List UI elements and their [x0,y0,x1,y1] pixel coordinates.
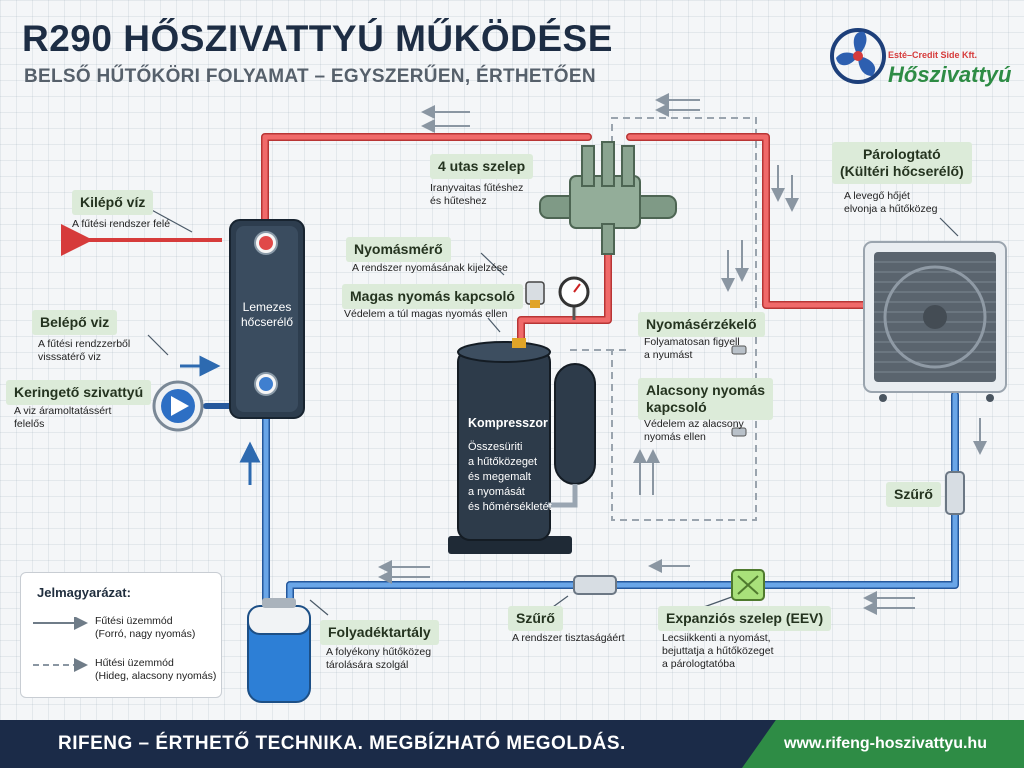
desc-filter-bottom: A rendszer tisztaságáért [512,632,625,644]
cooling-mode-dashes [570,117,757,521]
desc-high-pressure-switch: Védelem a túl magas nyomás ellen [344,308,508,320]
label-filter-bottom: Szűrő [508,606,563,631]
liquid-receiver [247,598,311,703]
label-evaporator: Párologtató(Kültéri hőcserélő) [832,142,972,184]
legend-line-icons [33,617,88,672]
label-inlet-water: Belépő viz [32,310,118,335]
evaporator-unit [863,241,1007,402]
desc-expansion-valve: Lecsiikkenti a nyomást,bejuttatja a hűtő… [662,632,774,670]
logo-company: Esté–Credit Side Kft. [888,50,978,60]
legend-item-cooling: Hűtési üzemmód(Hideg, alacsony nyomás) [95,657,217,682]
label-liquid-receiver: Folyadéktartály [320,620,439,645]
filter-right-body [945,471,965,515]
circulation-pump [152,380,204,432]
compressor [448,338,596,554]
label-outlet-water: Kilépő víz [72,190,154,215]
label-four-way-valve: 4 utas szelep [430,154,534,179]
plate-heat-exchanger [229,219,305,419]
legend: Jelmagyarázat: Fűtési üzemmód(Forró, nag… [20,572,222,698]
footer-slogan: RIFENG – ÉRTHETŐ TECHNIKA. MEGBÍZHATÓ ME… [58,733,626,754]
label-high-pressure-switch: Magas nyomás kapcsoló [342,284,523,309]
page-title: R290 HŐSZIVATTYÚ MŰKÖDÉSE [22,18,613,59]
label-pressure-sensor: Nyomásérzékelő [638,312,765,337]
filter-bottom-body [573,575,617,595]
page-subtitle: BELSŐ HŰTŐKÖRI FOLYAMAT – EGYSZERŰEN, ÉR… [24,66,596,87]
legend-item-heating: Fűtési üzemmód(Forró, nagy nyomás) [95,615,196,640]
label-pressure-gauge: Nyomásmérő [346,237,451,262]
flow-arrows [378,93,987,615]
footer-url-link[interactable]: www.rifeng-hoszivattyu.hu [784,735,987,752]
fan-logo-icon [830,28,886,84]
four-way-valve [539,141,677,255]
pressure-sensor-body [731,345,747,355]
footer-accent [742,720,1024,768]
label-expansion-valve: Expanziós szelep (EEV) [658,606,832,631]
desc-outlet-water: A fűtési rendszer felé [72,218,171,230]
label-filter-right: Szűrő [886,482,941,507]
label-compressor: Kompresszor [468,416,548,430]
lp-switch-body [731,427,747,437]
logo-brand: Hőszivattyú [888,62,1012,87]
hot-pipes [261,133,874,348]
expansion-valve-body [731,569,765,601]
label-circulation-pump: Keringető szivattyú [6,380,152,405]
brand-logo: Esté–Credit Side Kft. Hőszivattyú [828,20,1011,100]
desc-pressure-gauge: A rendszer nyomásának kijelzése [352,262,508,274]
high-pressure-switch [525,281,545,308]
pressure-gauge [558,276,590,320]
legend-title: Jelmagyarázat: [37,585,131,600]
